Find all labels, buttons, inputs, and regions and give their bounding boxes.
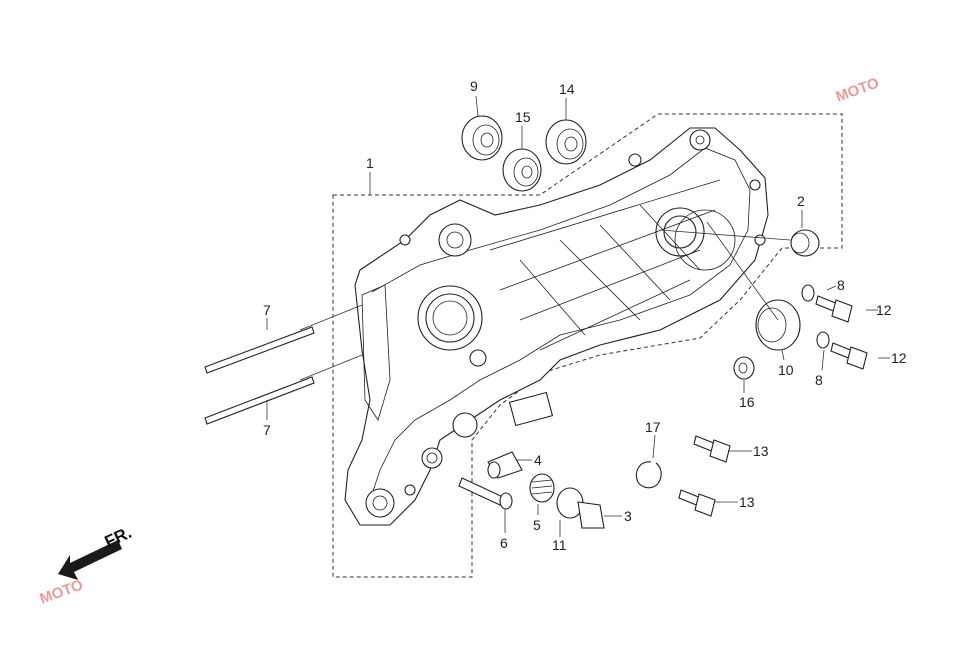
label-part-13-upper: 13: [753, 443, 769, 459]
watermark-logo-top-right: MOTO: [834, 74, 882, 105]
bolt-12-lower: [830, 342, 868, 370]
pin-6: [458, 477, 513, 510]
bearing-9: [461, 115, 503, 161]
label-part-10: 10: [778, 362, 794, 378]
bearing-15: [502, 148, 542, 192]
spring-5: [529, 473, 555, 503]
bolt-13-lower: [678, 489, 716, 517]
front-arrow-icon: [58, 540, 122, 580]
bushing-2: [790, 229, 820, 257]
label-part-17: 17: [645, 419, 661, 435]
crankcase-half: [344, 127, 769, 526]
watermark-logo-bottom-left: MOTO: [38, 576, 86, 607]
drain-bolt-3: [577, 501, 605, 529]
label-part-2: 2: [797, 193, 805, 209]
leader-lines: [266, 95, 890, 537]
oil-seal-16: [733, 356, 755, 380]
label-part-5: 5: [533, 517, 541, 533]
front-direction-marker: FR.: [58, 523, 135, 580]
label-part-14: 14: [559, 81, 575, 97]
stud-7-lower: [204, 376, 315, 425]
label-part-6: 6: [500, 535, 508, 551]
label-part-13-lower: 13: [739, 494, 755, 510]
bolt-12-upper: [815, 295, 853, 323]
cap-4: [487, 451, 523, 479]
label-part-3: 3: [624, 508, 632, 524]
circlip-17: [635, 461, 662, 489]
crankcase-group-outline: [332, 113, 843, 578]
label-part-12-upper: 12: [876, 302, 892, 318]
label-part-1: 1: [366, 155, 374, 171]
label-part-11: 11: [552, 537, 567, 553]
bearing-14: [545, 119, 587, 165]
washer-8-lower: [816, 331, 830, 349]
label-part-7-lower: 7: [263, 422, 271, 438]
label-part-8-lower: 8: [815, 372, 823, 388]
label-part-9: 9: [470, 78, 478, 94]
label-part-8-upper: 8: [837, 277, 845, 293]
bolt-13-upper: [693, 435, 731, 463]
label-part-15: 15: [515, 109, 531, 125]
needle-bearing-10: [755, 299, 801, 351]
label-part-4: 4: [534, 452, 542, 468]
label-part-7-upper: 7: [263, 302, 271, 318]
stud-7-upper: [204, 326, 315, 374]
label-part-16: 16: [739, 394, 755, 410]
washer-8-upper: [801, 284, 815, 302]
label-part-12-lower: 12: [891, 350, 907, 366]
